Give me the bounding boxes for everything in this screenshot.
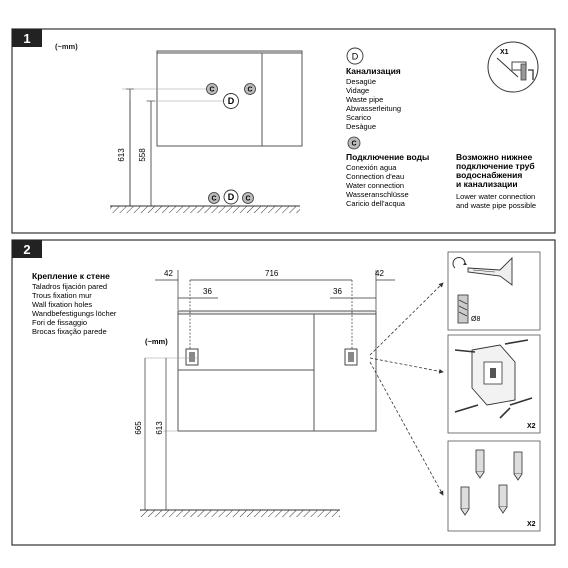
svg-text:C: C (247, 87, 252, 94)
svg-text:Lower water connection: Lower water connection (456, 192, 535, 201)
unit-note: (~mm) (55, 42, 78, 51)
cabinet-front-view (177, 310, 377, 432)
svg-text:Канализация: Канализация (346, 66, 401, 76)
water-connection-icon (347, 136, 361, 150)
dim-558: 558 (138, 148, 147, 162)
svg-text:Desàgue: Desàgue (346, 122, 376, 131)
screw-icon (454, 339, 533, 419)
svg-text:Waste pipe: Waste pipe (346, 95, 383, 104)
dim-42-left: 42 (164, 269, 173, 278)
top-dimensions (155, 270, 395, 349)
water-legend: C Подключение воды Conexión agua Connect… (346, 136, 429, 208)
svg-text:Taladros fijación pared: Taladros fijación pared (32, 282, 107, 291)
anchor-detail: X2 (447, 440, 541, 532)
bracket-detail: X2 (447, 334, 541, 434)
anchor-quantity: X2 (527, 521, 536, 528)
svg-text:Wall fixation holes: Wall fixation holes (32, 300, 92, 309)
svg-text:X1: X1 (500, 49, 509, 56)
svg-text:и канализации: и канализации (456, 179, 518, 189)
svg-text:and waste pipe possible: and waste pipe possible (456, 201, 536, 210)
wall-bracket-left (185, 348, 199, 366)
svg-text:Connection d'eau: Connection d'eau (346, 172, 404, 181)
svg-text:Fori de fissaggio: Fori de fissaggio (32, 318, 87, 327)
waste-pipe-icon (223, 189, 239, 205)
step-2-badge (12, 240, 42, 258)
drill-icon (452, 256, 513, 286)
height-dimensions (144, 357, 198, 510)
wall-bracket-right (344, 348, 358, 366)
svg-text:C: C (245, 196, 250, 203)
svg-text:Trous fixation mur: Trous fixation mur (32, 291, 92, 300)
svg-text:Conexión agua: Conexión agua (346, 163, 397, 172)
water-connection-icon (242, 192, 254, 204)
step-2-number: 2 (23, 242, 30, 257)
svg-text:Возможно нижнее: Возможно нижнее (456, 152, 532, 162)
svg-text:подключение труб: подключение труб (456, 161, 535, 171)
waste-pipe-icon (223, 93, 239, 109)
unit-note-2: (~mm) (145, 337, 168, 346)
dim-613-2: 613 (155, 421, 164, 435)
floor (110, 205, 300, 213)
svg-text:D: D (228, 96, 235, 106)
svg-text:Caricio dell'acqua: Caricio dell'acqua (346, 199, 406, 208)
svg-text:Wasseranschlüsse: Wasseranschlüsse (346, 190, 409, 199)
wall-anchor-icon (460, 449, 523, 516)
svg-text:D: D (352, 52, 359, 62)
detail-pointers (369, 282, 444, 496)
drill-size-label: Ø8 (471, 316, 480, 323)
water-connection-icon (208, 192, 220, 204)
connection-markers-top: C C D (206, 83, 256, 109)
svg-text:C: C (211, 196, 216, 203)
panel-1: 1 (~mm) 613 558 C C D (11, 28, 556, 234)
lower-connection-note: Возможно нижнее подключение труб водосна… (456, 152, 536, 210)
svg-text:Water connection: Water connection (346, 181, 404, 190)
wall-fixation-legend: Крепление к стене Taladros fijación pare… (32, 271, 117, 336)
svg-text:Подключение воды: Подключение воды (346, 152, 429, 162)
dim-36-left: 36 (203, 287, 212, 296)
waste-pipe-icon (346, 47, 364, 65)
dim-665: 665 (134, 421, 143, 435)
dim-36-right: 36 (333, 287, 342, 296)
dim-716: 716 (265, 269, 279, 278)
svg-text:Wandbefestigungs löcher: Wandbefestigungs löcher (32, 309, 117, 318)
water-connection-icon (206, 83, 218, 95)
dim-42-right: 42 (375, 269, 384, 278)
svg-text:Scarico: Scarico (346, 113, 371, 122)
svg-text:Крепление к стене: Крепление к стене (32, 271, 110, 281)
wall-bracket-icon (471, 344, 516, 406)
drill-bit-icon (457, 294, 469, 324)
step-1-number: 1 (23, 31, 30, 46)
svg-text:D: D (228, 192, 235, 202)
floor-2 (140, 509, 340, 517)
svg-text:Desagüe: Desagüe (346, 77, 376, 86)
bracket-quantity: X2 (527, 423, 536, 430)
svg-text:водоснабжения: водоснабжения (456, 170, 522, 180)
panel-2: 2 Крепление к стене Taladros fijación pa… (11, 239, 556, 546)
connection-markers-bottom: C D C (208, 189, 254, 205)
svg-text:C: C (351, 141, 356, 148)
drill-detail: Ø8 (447, 251, 541, 331)
svg-text:Abwasserleitung: Abwasserleitung (346, 104, 401, 113)
svg-text:Vidage: Vidage (346, 86, 369, 95)
drain-legend: D Канализация Desagüe Vidage Waste pipe … (346, 47, 401, 131)
water-connection-icon (244, 83, 256, 95)
dimension-lines (122, 88, 230, 206)
step-1-badge (12, 29, 42, 47)
hex-key-tool-icon: X1 (487, 41, 539, 93)
svg-text:C: C (209, 87, 214, 94)
cabinet-side-view (129, 50, 303, 205)
svg-text:Brocas fixação parede: Brocas fixação parede (32, 327, 107, 336)
dim-613: 613 (117, 148, 126, 162)
